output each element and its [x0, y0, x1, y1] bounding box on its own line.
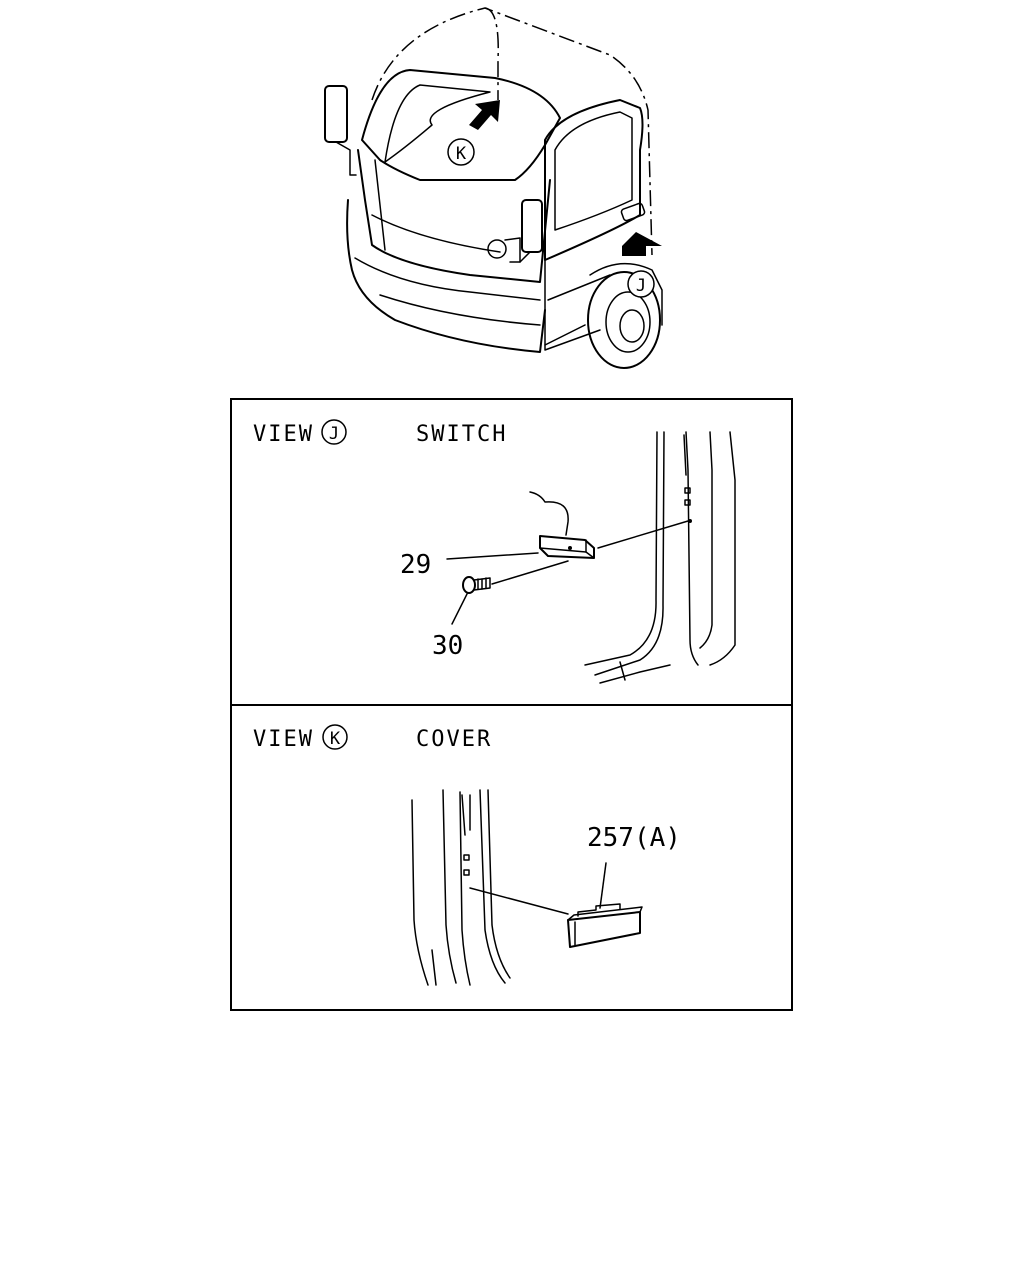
panel-view-k: VIEW K COVER 257(A): [253, 724, 681, 986]
view-j-marker: J: [627, 270, 655, 298]
switch-wire: [529, 491, 569, 536]
callout-29-leader: [446, 552, 539, 560]
screw-part-30: [462, 576, 491, 594]
panel-view-j-word: VIEW: [253, 422, 314, 447]
panel-view-j-letter: J: [329, 424, 339, 444]
switch-part-29: [539, 535, 595, 559]
callout-30-leader: [451, 593, 468, 625]
callout-257a-label: 257(A): [587, 823, 681, 853]
cover-part-257a: [567, 903, 643, 948]
switch-mount-leader: [597, 520, 689, 549]
view-k-marker: K: [447, 138, 475, 166]
panel-view-j-title: SWITCH: [416, 422, 507, 447]
panel-view-j: VIEW J SWITCH: [253, 419, 736, 684]
panel-view-k-letter: K: [330, 729, 341, 749]
cover-pillar-outline: [411, 799, 429, 986]
view-j-marker-letter: J: [636, 276, 646, 296]
cover-mount-leader: [469, 887, 569, 915]
truck-cab-illustration: [324, 7, 663, 369]
callout-29-label: 29: [400, 550, 431, 580]
callout-257a-leader: [599, 862, 607, 909]
panel-view-k-title: COVER: [416, 727, 492, 752]
panel-view-k-word: VIEW: [253, 727, 314, 752]
panel-view-j-circle: [321, 419, 347, 445]
door-pillar-outline: [584, 431, 658, 666]
callout-30-label: 30: [432, 631, 463, 661]
panel-view-k-circle: [322, 724, 348, 750]
view-k-marker-letter: K: [456, 144, 467, 164]
screw-leader: [491, 560, 569, 585]
